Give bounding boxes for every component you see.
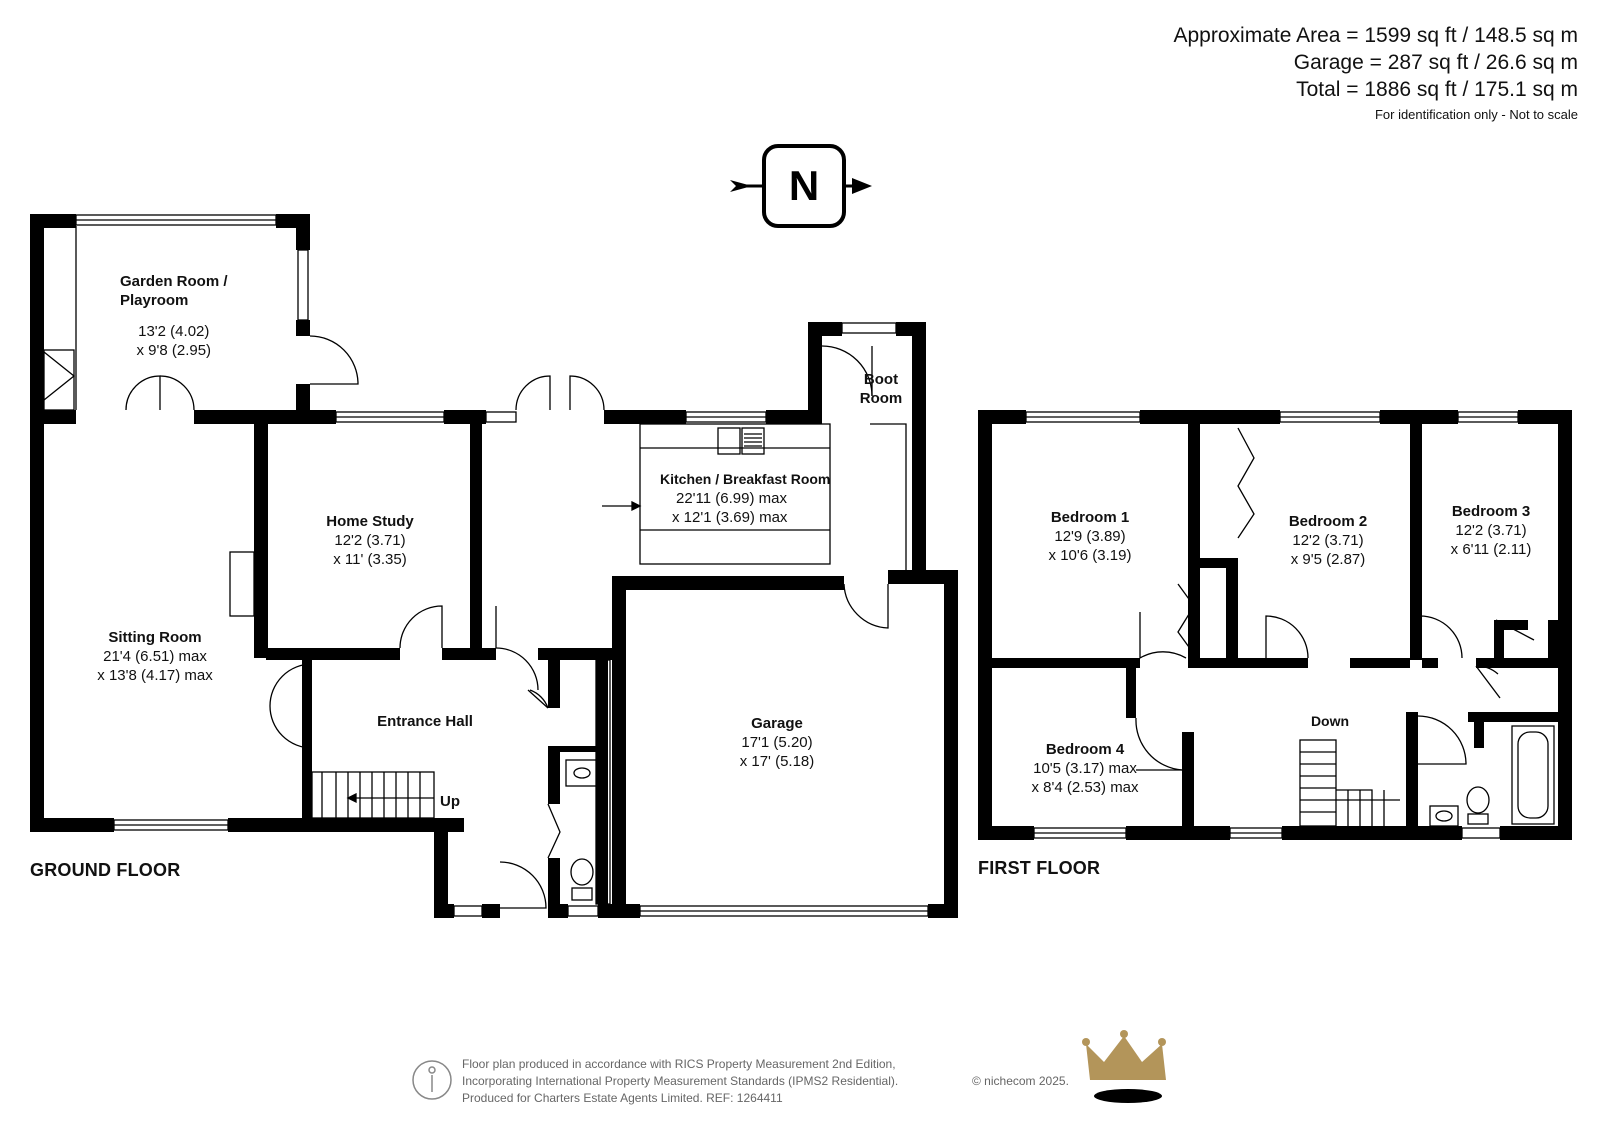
- approximate-area: Approximate Area = 1599 sq ft / 148.5 sq…: [1173, 24, 1579, 47]
- room-name: Garage: [751, 715, 803, 732]
- area-summary: Approximate Area = 1599 sq ft / 148.5 sq…: [1174, 22, 1579, 122]
- room-name: Bedroom 1: [1050, 509, 1130, 526]
- room-dimension: x 9'8 (2.95): [136, 342, 212, 359]
- room-name: Home Study: [326, 513, 414, 530]
- stairs-label: Up: [440, 793, 460, 810]
- room-name: Playroom: [120, 292, 189, 309]
- room-garden-room: Garden Room / Playroom 13'2 (4.02) x 9'8…: [120, 272, 228, 360]
- room-name: Bedroom 3: [1451, 503, 1531, 520]
- room-dimension: 12'2 (3.71): [1455, 522, 1527, 539]
- ground-floor-partitions: [548, 660, 608, 904]
- ground-floor-walls: [30, 214, 958, 918]
- footer-credits: Floor plan produced in accordance with R…: [462, 1056, 1069, 1107]
- total-area: Total = 1886 sq ft / 175.1 sq m: [1296, 78, 1578, 101]
- stairs-up-label: Up: [440, 792, 460, 811]
- room-dimension: 12'2 (3.71): [1292, 532, 1364, 549]
- footer-line: Incorporating International Property Mea…: [462, 1074, 899, 1088]
- room-name: Kitchen / Breakfast Room: [660, 471, 831, 487]
- compass-icon: N: [730, 144, 872, 228]
- room-name: Boot: [863, 371, 899, 388]
- rics-person-icon: [412, 1060, 452, 1100]
- room-dimension: 22'11 (6.99) max: [676, 490, 787, 507]
- room-name: Bedroom 4: [1045, 741, 1125, 758]
- room-sitting-room: Sitting Room 21'4 (6.51) max x 13'8 (4.1…: [80, 628, 230, 685]
- room-dimension: x 9'5 (2.87): [1290, 551, 1366, 568]
- footer-line: Produced for Charters Estate Agents Limi…: [462, 1091, 783, 1105]
- first-floor-walls: [978, 410, 1572, 840]
- crown-logo-icon: [1082, 1030, 1166, 1103]
- compass-letter: N: [789, 162, 819, 209]
- room-name: Bedroom 2: [1288, 513, 1368, 530]
- room-bedroom-3: Bedroom 3 12'2 (3.71) x 6'11 (2.11): [1428, 502, 1554, 559]
- room-dimension: x 12'1 (3.69) max: [672, 509, 788, 526]
- garage-area: Garage = 287 sq ft / 26.6 sq m: [1293, 51, 1578, 74]
- room-entrance-hall: Entrance Hall: [360, 712, 490, 731]
- room-dimension: 21'4 (6.51) max: [103, 648, 207, 665]
- first-floor-label: FIRST FLOOR: [978, 858, 1101, 878]
- footer-brand: © nichecom 2025.: [972, 1074, 1069, 1088]
- room-name: Entrance Hall: [377, 713, 473, 730]
- footer-line: Floor plan produced in accordance with R…: [462, 1057, 896, 1071]
- ground-floor-label: GROUND FLOOR: [30, 860, 181, 880]
- stairs-label: Down: [1310, 713, 1350, 729]
- room-dimension: x 17' (5.18): [739, 753, 815, 770]
- room-bedroom-2: Bedroom 2 12'2 (3.71) x 9'5 (2.87): [1260, 512, 1396, 569]
- first-floor-fixtures: [1025, 411, 1555, 839]
- room-dimension: 10'5 (3.17) max: [1033, 760, 1137, 777]
- stairs-down-label: Down: [1302, 712, 1358, 731]
- room-garage: Garage 17'1 (5.20) x 17' (5.18): [712, 714, 842, 771]
- room-boot-room: Boot Room: [848, 370, 914, 408]
- room-kitchen: Kitchen / Breakfast Room 22'11 (6.99) ma…: [660, 470, 830, 527]
- room-name: Room: [859, 390, 903, 407]
- room-dimension: 13'2 (4.02): [138, 323, 210, 340]
- room-dimension: 12'2 (3.71): [334, 532, 406, 549]
- room-dimension: x 13'8 (4.17) max: [97, 667, 213, 684]
- room-name: Garden Room /: [120, 273, 228, 290]
- room-dimension: x 8'4 (2.53) max: [1031, 779, 1139, 796]
- room-bedroom-1: Bedroom 1 12'9 (3.89) x 10'6 (3.19): [1022, 508, 1158, 565]
- room-home-study: Home Study 12'2 (3.71) x 11' (3.35): [300, 512, 440, 569]
- room-dimension: 12'9 (3.89): [1054, 528, 1126, 545]
- room-dimension: 17'1 (5.20): [741, 734, 813, 751]
- room-name: Sitting Room: [108, 629, 202, 646]
- room-bedroom-4: Bedroom 4 10'5 (3.17) max x 8'4 (2.53) m…: [1018, 740, 1152, 797]
- scale-note: For identification only - Not to scale: [1374, 107, 1578, 122]
- room-dimension: x 10'6 (3.19): [1048, 547, 1132, 564]
- room-dimension: x 6'11 (2.11): [1450, 541, 1532, 558]
- room-dimension: x 11' (3.35): [333, 551, 407, 568]
